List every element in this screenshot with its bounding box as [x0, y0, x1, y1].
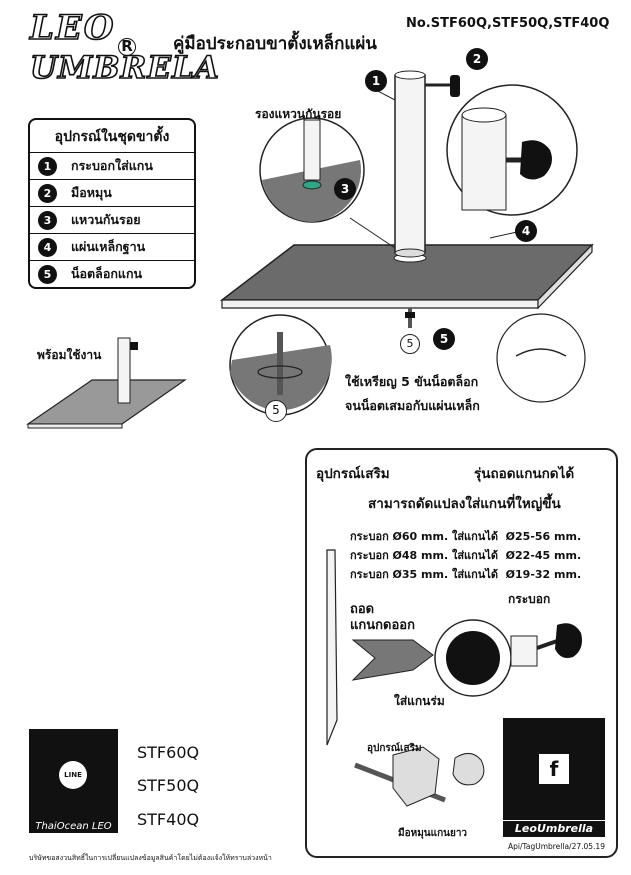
facebook-badge: f	[539, 754, 569, 784]
kit-title: อุปกรณ์ในชุดขาตั้ง	[54, 129, 170, 145]
accessories-subtitle: รุ่นถอดแกนกดได้	[474, 466, 575, 482]
remove-label-2: แกนกดออก	[350, 618, 415, 633]
spec-row: กระบอก Ø35 mm. ใส่แกนได้ Ø19-32 mm.	[350, 568, 582, 581]
ready-label: พร้อมใช้งาน	[37, 348, 102, 362]
tube-top-shape	[394, 70, 426, 80]
washer-leader-line	[349, 217, 396, 249]
tube-hole-shape	[446, 631, 500, 685]
optional-label: อุปกรณ์เสริม	[367, 743, 422, 754]
kit-item: 1 กระบอกใส่แกน	[30, 152, 194, 179]
base-plate-edge	[221, 299, 539, 309]
rotate-circle	[496, 313, 586, 403]
coin-instruction-1: ใช้เหรียญ 5 ขันน็อตล็อก	[345, 374, 479, 389]
ready-stand-knob	[130, 342, 138, 350]
kit-item: 2 มือหมุน	[30, 179, 194, 206]
facebook-qr-code: f	[503, 718, 605, 820]
tube-knob-shape	[555, 623, 582, 658]
coin-instruction-2: จนน็อตเสมอกับแผ่นเหล็ก	[345, 398, 480, 413]
kit-item: 3 แหวนกันรอย	[30, 206, 194, 233]
washer-shape	[302, 180, 322, 190]
long-knob-handle	[452, 753, 485, 786]
zoom-knob-shape	[520, 140, 552, 180]
accessories-headline: สามารถดัดแปลงใส่แกนที่ใหญ่ขึ้น	[368, 496, 561, 512]
model-number: No.STF60Q,STF50Q,STF40Q	[406, 16, 610, 31]
kit-number-badge: 2	[38, 183, 57, 203]
coin-marker: 5	[400, 334, 420, 354]
insert-label: ใส่แกนร่ม	[394, 694, 445, 708]
kit-item-label: แผ่นเหล็กฐาน	[71, 239, 146, 254]
callout-3: 3	[334, 178, 356, 200]
accessory-illustration	[326, 549, 582, 807]
coin-marker-zoom: 5	[265, 400, 287, 422]
model-item: STF50Q	[137, 776, 200, 795]
kit-number-badge: 4	[38, 237, 57, 257]
ready-stand-plate	[26, 379, 187, 425]
tube-bottom-shape	[394, 248, 426, 258]
kit-list: อุปกรณ์ในชุดขาตั้ง 1 กระบอกใส่แกน 2 มือหมุ…	[28, 118, 196, 289]
kit-number-badge: 5	[38, 264, 57, 284]
accessories-title: อุปกรณ์เสริม	[316, 466, 390, 482]
kit-item: 4 แผ่นเหล็กฐาน	[30, 233, 194, 260]
tube-label: กระบอก	[508, 592, 551, 606]
accessories-panel	[305, 448, 618, 858]
kit-item-label: มือหมุน	[71, 185, 112, 200]
callout-1: 1	[365, 70, 387, 92]
assembly-illustration	[26, 70, 594, 429]
model-item: STF60Q	[137, 743, 200, 762]
removed-insert-shape	[351, 639, 434, 681]
zoom-tube-shape	[461, 114, 507, 211]
long-knob-label: มือหมุนแกนยาว	[398, 828, 468, 839]
disclaimer: บริษัทขอสงวนสิทธิ์ในการเปลี่ยนแปลงข้อมูล…	[29, 854, 272, 862]
facebook-qr-caption: LeoUmbrella	[503, 821, 605, 837]
brand-logo-leo: LEO	[29, 7, 116, 49]
zoom-coin-arrow	[257, 365, 303, 379]
registered-mark: R	[118, 38, 136, 56]
page-title: คู่มือประกอบขาตั้งเหล็กแผ่น	[173, 34, 377, 54]
knob-shape	[450, 75, 460, 97]
zoom-tube-top	[461, 107, 507, 123]
ready-stand-edge	[27, 423, 123, 429]
callout-5: 5	[433, 328, 455, 350]
doc-id: Api/TagUmbrella/27.05.19	[508, 842, 605, 851]
kit-item-label: กระบอกใส่แกน	[71, 158, 153, 173]
plate-leader-line	[489, 231, 518, 239]
kit-item-label: น็อตล็อกแกน	[71, 266, 143, 281]
line-qr-caption: ThaiOcean LEO	[29, 820, 118, 833]
removed-rod-shape	[326, 549, 338, 746]
rotate-arrow-shape	[515, 348, 567, 357]
zoom-washer-tube	[303, 119, 321, 181]
kit-item-label: แหวนกันรอย	[71, 212, 141, 227]
long-knob-bracket	[392, 746, 440, 807]
tube-shape	[394, 74, 426, 254]
model-item: STF40Q	[137, 810, 200, 829]
ready-stand-tube	[117, 337, 131, 404]
spec-row: กระบอก Ø60 mm. ใส่แกนได้ Ø25-56 mm.	[350, 530, 582, 543]
kit-number-badge: 1	[38, 156, 57, 176]
callout-4: 4	[515, 220, 537, 242]
kit-item: 5 น็อตล็อกแกน	[30, 260, 194, 287]
callout-2: 2	[466, 48, 488, 70]
line-qr-code: LINE	[29, 729, 118, 820]
lock-bolt-head	[405, 312, 415, 318]
line-badge: LINE	[59, 761, 87, 789]
kit-number-badge: 3	[38, 210, 57, 230]
base-plate-side	[537, 243, 593, 310]
spec-row: กระบอก Ø48 mm. ใส่แกนได้ Ø22-45 mm.	[350, 549, 582, 562]
tube-bracket-shape	[510, 635, 538, 667]
remove-label-1: ถอด	[350, 602, 375, 617]
zoom-washer-plate	[262, 160, 361, 222]
washer-label: รองแหวนกันรอย	[255, 107, 342, 121]
